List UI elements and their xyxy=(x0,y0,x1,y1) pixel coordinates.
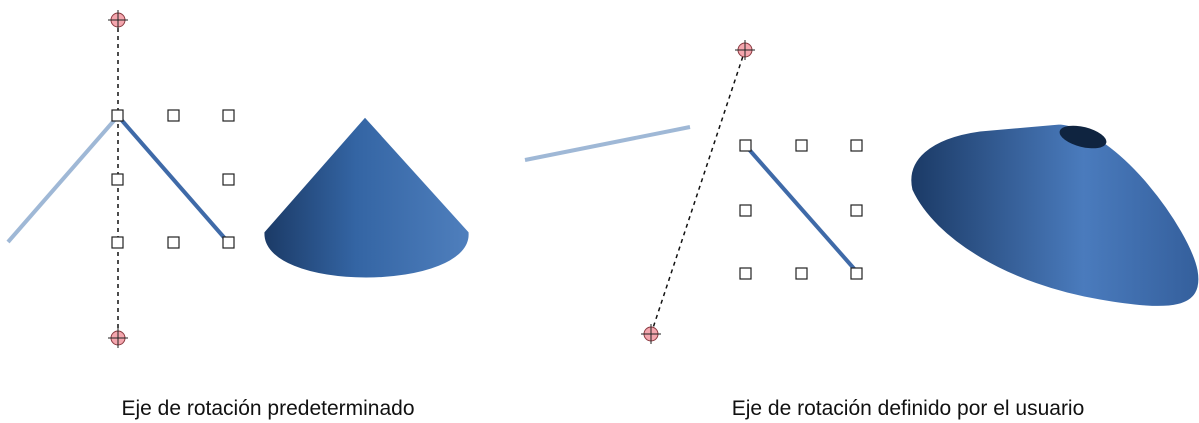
mirrored-profile-line xyxy=(524,125,691,162)
square-handle-icon[interactable] xyxy=(795,139,808,152)
square-handle-icon[interactable] xyxy=(850,139,863,152)
right-panel xyxy=(524,39,1199,345)
crosshair-pivot-icon[interactable] xyxy=(734,39,756,61)
square-handle-icon[interactable] xyxy=(739,204,752,217)
cone-opening xyxy=(1059,125,1107,149)
profile-line[interactable] xyxy=(744,144,859,274)
square-handle-icon[interactable] xyxy=(850,267,863,280)
caption-user-defined-axis: Eje de rotación definido por el usuario xyxy=(731,397,1085,420)
square-handle-icon[interactable] xyxy=(111,109,124,122)
truncated-cone-3d-object xyxy=(910,123,1199,307)
square-handle-icon[interactable] xyxy=(222,173,235,186)
square-handle-icon[interactable] xyxy=(111,236,124,249)
profile-line[interactable] xyxy=(116,114,230,244)
square-handle-icon[interactable] xyxy=(222,109,235,122)
square-handle-icon[interactable] xyxy=(795,267,808,280)
selection-handles xyxy=(111,109,235,249)
caption-default-axis: Eje de rotación predeterminado xyxy=(121,397,415,420)
crosshair-pivot-icon[interactable] xyxy=(640,323,662,345)
square-handle-icon[interactable] xyxy=(111,173,124,186)
left-panel xyxy=(6,9,470,349)
square-handle-icon[interactable] xyxy=(222,236,235,249)
square-handle-icon[interactable] xyxy=(739,139,752,152)
square-handle-icon[interactable] xyxy=(167,236,180,249)
crosshair-pivot-icon[interactable] xyxy=(107,9,129,31)
selection-handles xyxy=(739,139,863,280)
rotation-axis[interactable] xyxy=(650,49,746,335)
square-handle-icon[interactable] xyxy=(850,204,863,217)
square-handle-icon[interactable] xyxy=(167,109,180,122)
mirrored-profile-line xyxy=(6,114,120,244)
square-handle-icon[interactable] xyxy=(739,267,752,280)
cone-3d-object xyxy=(263,116,470,279)
crosshair-pivot-icon[interactable] xyxy=(107,327,129,349)
